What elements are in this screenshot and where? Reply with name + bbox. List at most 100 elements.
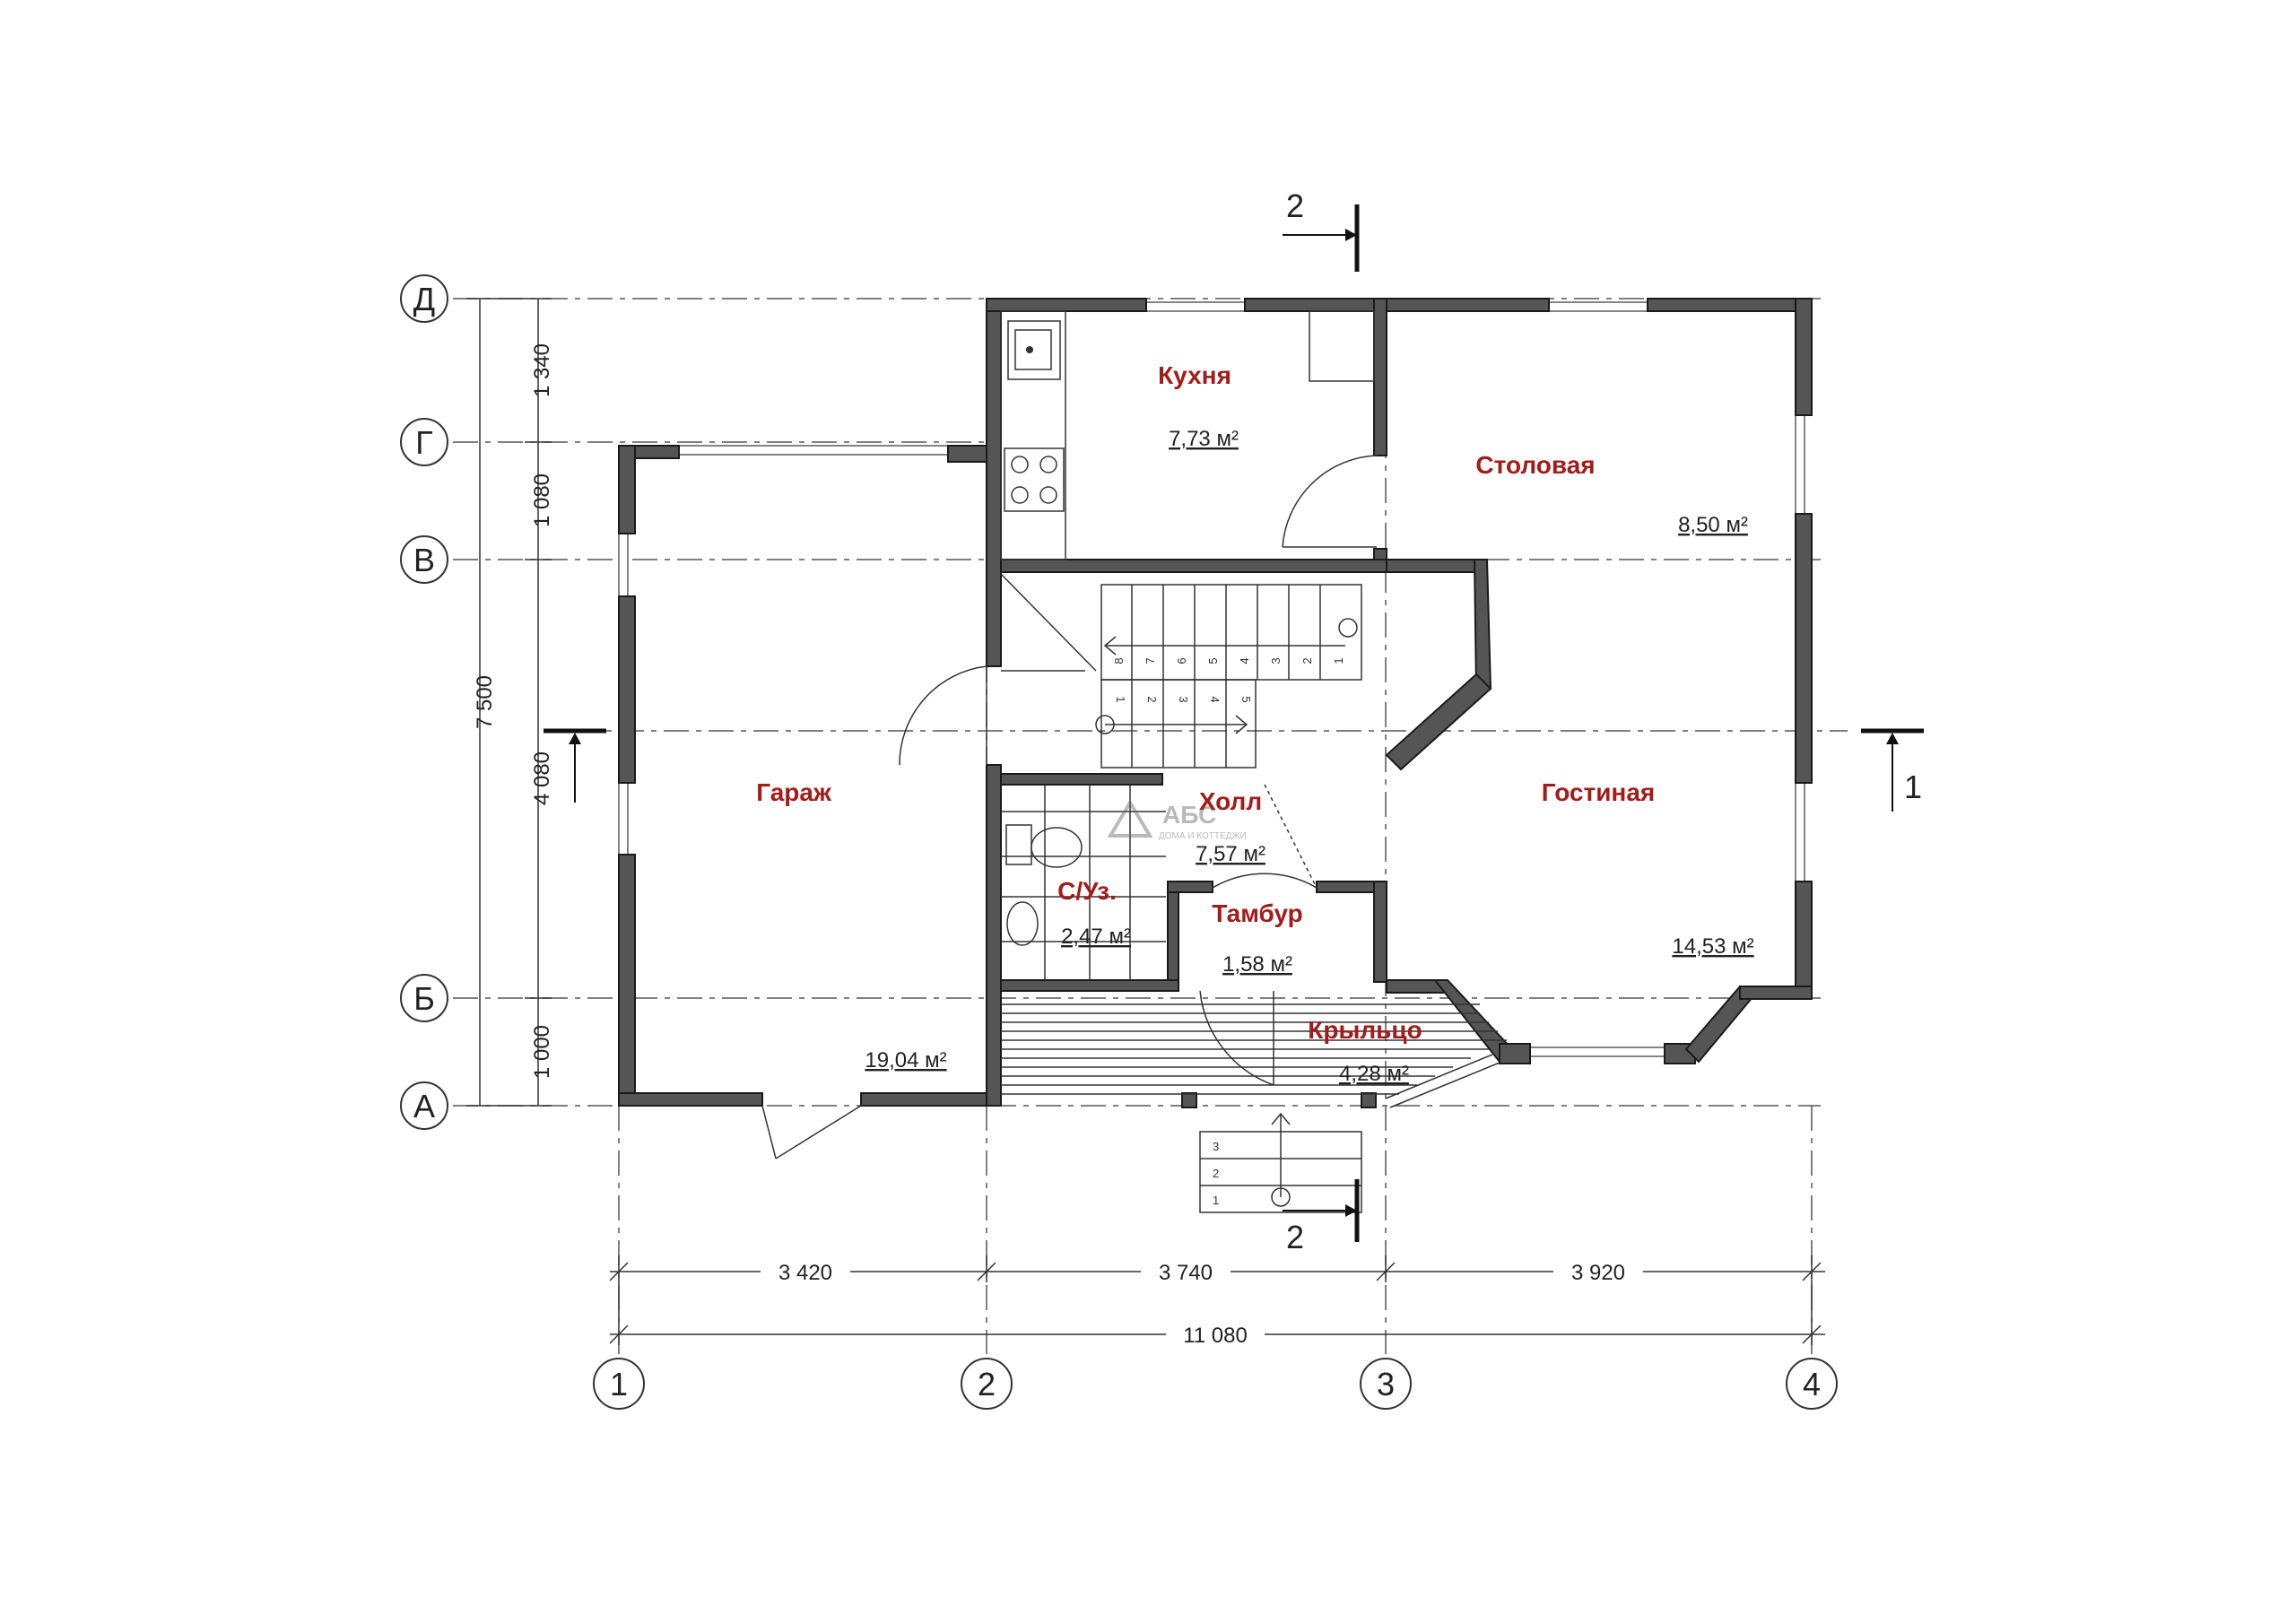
axis-label-v: В <box>413 542 435 578</box>
wall <box>1167 881 1213 893</box>
porch-step-label: 2 <box>1213 1167 1219 1180</box>
dim-left-1: 1 340 <box>530 343 554 397</box>
wall <box>1000 773 1163 786</box>
axis-label-b: Б <box>413 980 435 1017</box>
wall <box>1373 881 1387 983</box>
stair-step-label: 6 <box>1175 657 1188 664</box>
room-area-dining: 8,50 м² <box>1678 513 1748 537</box>
section-markers: 2 2 1 <box>544 187 1924 1255</box>
walls <box>618 298 1813 1108</box>
wall <box>1244 298 1550 312</box>
stair-step-label: 3 <box>1269 657 1283 664</box>
logo-triangle-icon <box>1107 799 1153 838</box>
kitchen-fixtures <box>1000 310 1375 560</box>
porch-step-label: 1 <box>1213 1194 1219 1207</box>
stair-step-label: 5 <box>1239 696 1253 702</box>
window-living-bay <box>1529 1046 1665 1057</box>
room-label-bathroom: С/Уз. <box>1057 877 1117 905</box>
axis-label-d: Д <box>413 281 435 317</box>
axis-label-4: 4 <box>1803 1366 1821 1403</box>
left-dimensions: 1 340 1 080 4 080 1 000 7 500 <box>466 298 554 1107</box>
window-garage-mid <box>618 782 629 855</box>
axis-label-a: А <box>413 1088 435 1125</box>
abs-logo: АБС ДОМА И КОТТЕДЖИ <box>1107 799 1247 841</box>
wall <box>1473 559 1492 690</box>
wall <box>1795 881 1813 999</box>
section-label-bottom: 2 <box>1286 1219 1304 1255</box>
wall <box>1373 298 1387 456</box>
wall <box>1795 298 1813 416</box>
room-area-porch: 4,28 м² <box>1339 1062 1409 1086</box>
sink-icon <box>1007 320 1061 380</box>
room-label-living: Гостиная <box>1542 778 1656 806</box>
logo-tagline: ДОМА И КОТТЕДЖИ <box>1159 831 1247 841</box>
room-area-garage: 19,04 м² <box>865 1048 946 1073</box>
stair-step-label: 5 <box>1206 657 1220 664</box>
axis-column-labels: 1 2 3 4 <box>593 1358 1838 1410</box>
wall <box>1647 298 1813 312</box>
dim-left-2: 1 080 <box>530 473 554 527</box>
wall <box>1385 673 1492 771</box>
stair-step-label: 2 <box>1300 657 1314 664</box>
wall <box>986 298 1002 667</box>
toilet-icon <box>1031 827 1083 868</box>
axis-row-labels: Д Г В Б А <box>400 274 448 1130</box>
dim-left-total: 7 500 <box>473 675 497 729</box>
section-label-right: 1 <box>1904 769 1922 805</box>
bottom-dimensions: 3 420 3 740 3 920 11 080 <box>609 1255 1825 1348</box>
bathroom-fixtures <box>1001 785 1166 980</box>
stair-step-label: 8 <box>1112 657 1126 664</box>
wall <box>986 764 1002 1107</box>
washbasin-icon <box>1006 901 1039 946</box>
room-area-hall: 7,57 м² <box>1196 842 1265 866</box>
window-kitchen <box>1145 301 1246 312</box>
room-label-vestibule: Тамбур <box>1212 899 1303 927</box>
stair-step-label: 7 <box>1144 657 1157 664</box>
garage-gate <box>678 445 949 456</box>
stair-step-label: 3 <box>1177 696 1190 702</box>
wall <box>1739 986 1813 1000</box>
porch-deck: 3 2 1 <box>1001 1003 1507 1213</box>
porch-post <box>1181 1092 1197 1108</box>
stove-icon <box>1004 447 1065 512</box>
room-area-living: 14,53 м² <box>1672 934 1753 959</box>
dim-left-3: 4 080 <box>530 751 554 805</box>
room-label-porch: Крыльцо <box>1308 1016 1422 1044</box>
room-labels: Кухня 7,73 м² Столовая 8,50 м² Гараж 19,… <box>756 361 1753 1086</box>
axis-label-g: Г <box>415 424 433 461</box>
logo-name: АБС <box>1162 801 1216 829</box>
wall <box>618 595 636 784</box>
room-area-vestibule: 1,58 м² <box>1222 952 1292 977</box>
wall <box>860 1092 996 1107</box>
room-label-hall: Холл <box>1199 787 1262 815</box>
fridge-icon <box>1309 310 1375 382</box>
porch-post <box>1361 1092 1377 1108</box>
wall <box>1000 559 1387 573</box>
porch-step-label: 3 <box>1213 1140 1219 1153</box>
wall <box>618 854 636 1107</box>
dim-bottom-1: 3 420 <box>778 1261 832 1285</box>
window-dining-top <box>1548 301 1648 312</box>
room-label-dining: Столовая <box>1475 451 1595 479</box>
stair-step-label: 1 <box>1114 696 1127 702</box>
wall <box>1167 881 1179 983</box>
room-area-kitchen: 7,73 м² <box>1169 427 1239 451</box>
stair-step-label: 2 <box>1145 696 1159 702</box>
stair-step-label: 4 <box>1238 657 1251 664</box>
dim-bottom-2: 3 740 <box>1159 1261 1213 1285</box>
section-label-top: 2 <box>1286 187 1304 224</box>
wall <box>1795 513 1813 784</box>
wall <box>618 445 636 534</box>
wall <box>1000 979 1179 992</box>
stair-step-label: 4 <box>1208 696 1222 702</box>
room-label-garage: Гараж <box>756 778 832 806</box>
axis-label-1: 1 <box>610 1366 628 1403</box>
window-living-right <box>1795 782 1805 882</box>
dim-bottom-3: 3 920 <box>1571 1261 1625 1285</box>
room-label-kitchen: Кухня <box>1158 361 1231 389</box>
stair-step-label: 1 <box>1332 657 1345 664</box>
wall <box>986 298 1147 312</box>
wall <box>1386 559 1488 573</box>
dim-left-4: 1 000 <box>530 1025 554 1079</box>
